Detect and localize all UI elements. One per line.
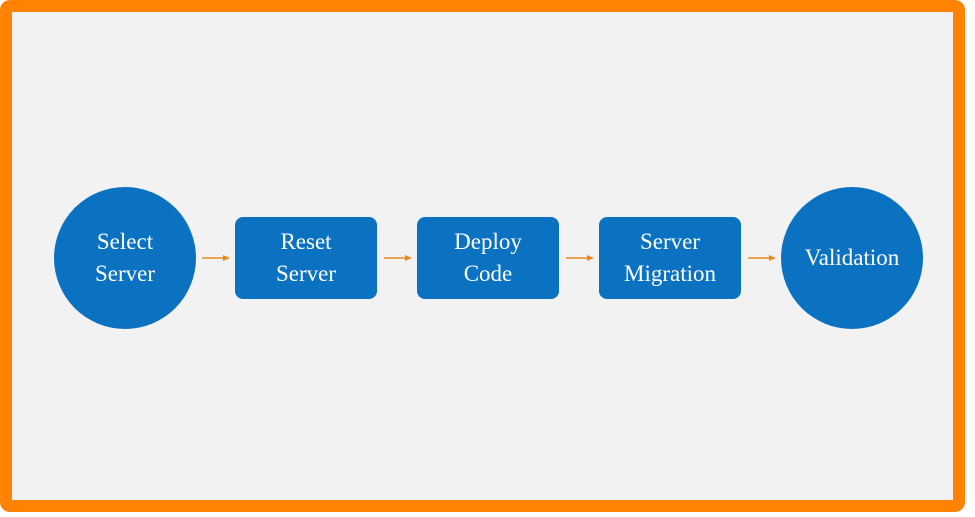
step-label-line1: Reset: [280, 229, 332, 254]
arrow-icon: [384, 255, 412, 261]
arrow-icon: [566, 255, 594, 261]
arrow-icon: [748, 255, 776, 261]
step-label-line1: Select: [96, 229, 154, 254]
step-validation: Validation: [781, 187, 923, 329]
step-label-line1: Validation: [804, 245, 900, 270]
arrow-icon: [202, 255, 230, 261]
step-label-line1: Deploy: [454, 229, 522, 254]
step-label-line2: Server: [275, 261, 337, 286]
step-label-line2: Migration: [624, 261, 716, 286]
step-label-line2: Server: [94, 261, 156, 286]
step-label-line1: Server: [639, 229, 701, 254]
step-label-line2: Code: [463, 261, 513, 286]
